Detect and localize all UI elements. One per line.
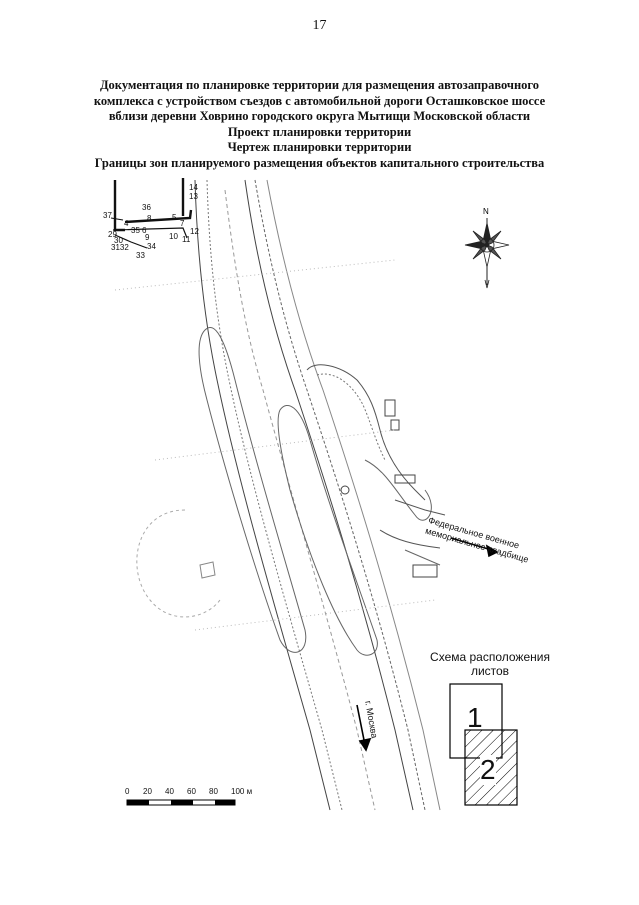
sheet-2-number: 2 — [480, 754, 496, 785]
compass-rose-icon: N — [452, 200, 522, 300]
scale-tick-label: 40 — [165, 787, 174, 796]
map-drawing — [110, 178, 499, 811]
title-line-2: комплекса с устройством съездов с автомо… — [93, 93, 546, 108]
point-label: 37 — [103, 211, 112, 220]
sheet-scheme-title: Схема расположения листов — [425, 650, 555, 678]
sheet-1-number: 1 — [467, 702, 483, 733]
point-label: 5 — [172, 213, 177, 222]
sheet-scheme-title-line-2: листов — [470, 664, 510, 678]
point-label: 9 — [145, 233, 150, 242]
scale-tick-label: 80 — [209, 787, 218, 796]
title-line-6: Границы зон планируемого размещения объе… — [94, 155, 545, 170]
title-line-1: Документация по планировке территории дл… — [99, 78, 540, 92]
point-label: 8 — [147, 214, 152, 223]
planning-map: Федеральное военное мемориальное кладбищ… — [95, 170, 635, 860]
point-label: 10 — [169, 232, 178, 241]
point-label: 11 — [182, 235, 191, 244]
document-title: Документация по планировке территории дл… — [40, 78, 599, 171]
point-label: 14 — [189, 183, 198, 192]
point-label: 6 — [142, 226, 147, 235]
title-line-4: Проект планировки территории — [227, 124, 412, 139]
point-label: 33 — [136, 251, 145, 260]
point-label: 34 — [147, 242, 156, 251]
sheet-scheme: 1 2 — [430, 680, 540, 820]
point-label: 13 — [189, 192, 198, 201]
point-label: 12 — [190, 227, 199, 236]
page-number: 17 — [312, 18, 327, 33]
scale-tick-label: 0 — [125, 787, 130, 796]
scale-bar — [125, 786, 275, 816]
point-label: 7 — [180, 219, 185, 228]
scale-tick-label: 20 — [143, 787, 152, 796]
point-label: 36 — [142, 203, 151, 212]
point-label: 29 — [108, 230, 117, 239]
point-label: 35 — [131, 226, 140, 235]
point-label: 30 — [114, 236, 123, 245]
scale-tick-label: 60 — [187, 787, 196, 796]
scale-tick-label: 100 м — [231, 787, 253, 796]
north-label: N — [483, 207, 489, 216]
point-label: 4 — [124, 219, 129, 228]
title-line-5: Чертеж планировки территории — [227, 140, 412, 154]
sheet-1-box — [449, 683, 503, 759]
title-line-3: вблизи деревни Ховрино городского округа… — [108, 109, 531, 123]
sheet-scheme-title-line-1: Схема расположения — [430, 650, 550, 664]
point-label: 3132 — [111, 243, 129, 252]
